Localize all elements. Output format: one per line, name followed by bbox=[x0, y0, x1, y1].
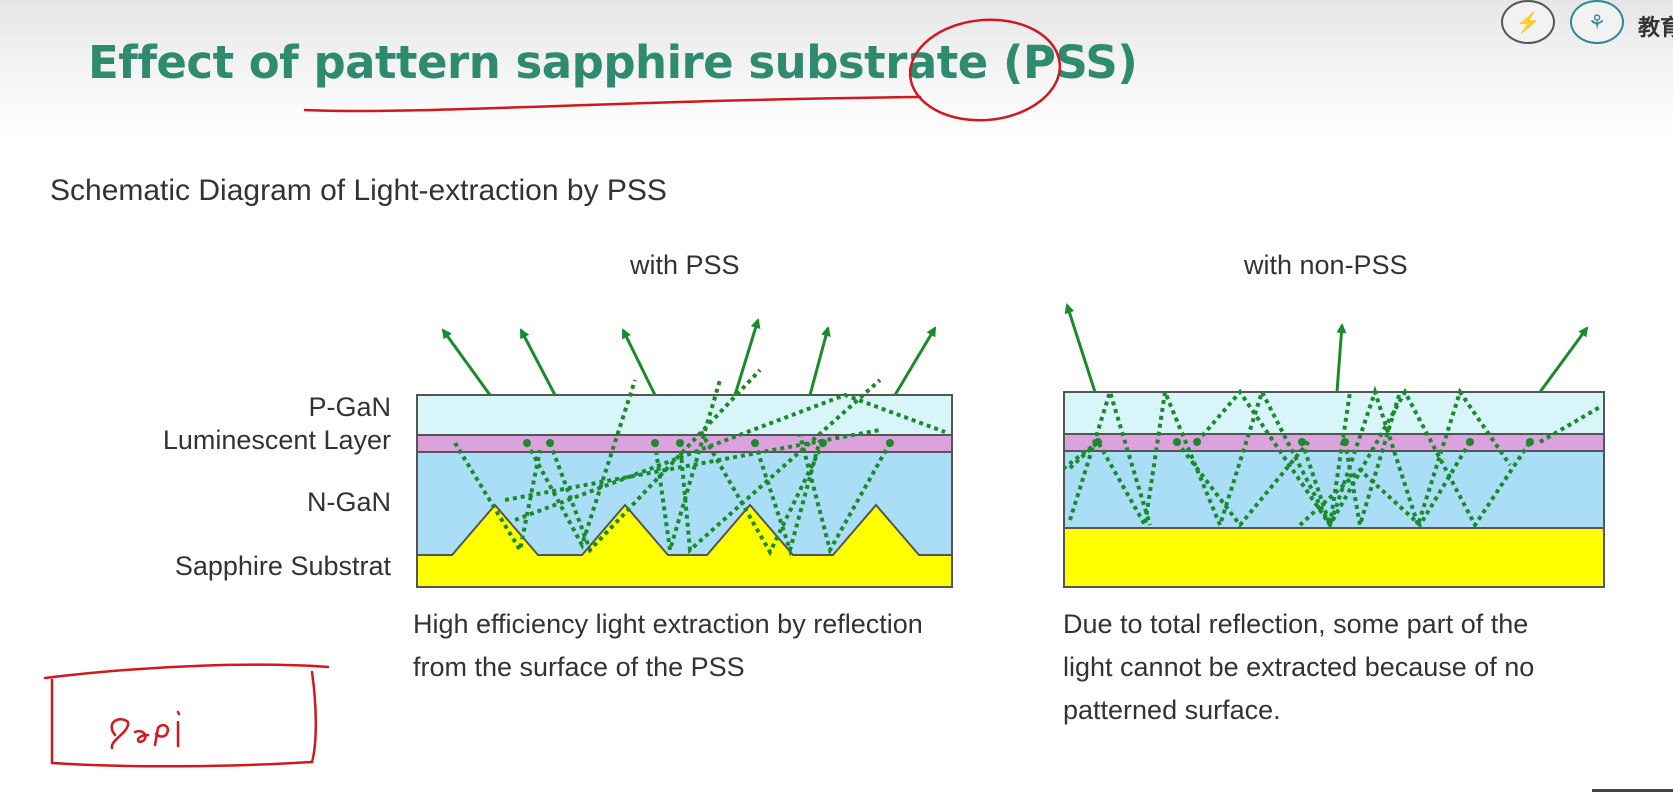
non-pss-ray-path bbox=[1062, 440, 1100, 470]
pss-ray-path bbox=[653, 379, 722, 551]
pss-escape-arrow bbox=[621, 328, 657, 396]
pss-ray-path bbox=[514, 392, 946, 522]
p-gan-label: P-GaN bbox=[308, 392, 391, 422]
pss-description-line: from the surface of the PSS bbox=[413, 652, 745, 682]
luminescent-layer-label: Luminescent Layer bbox=[162, 425, 391, 455]
pss-escape-arrow bbox=[733, 318, 761, 396]
non-pss-escaping-rays bbox=[1064, 303, 1589, 393]
non-pss-ray-path bbox=[1343, 391, 1402, 526]
title-prefix: Effect of bbox=[88, 36, 314, 89]
title-underline-stroke bbox=[303, 95, 922, 113]
non-pss-description-line: patterned surface. bbox=[1063, 695, 1281, 725]
non-pss-ray-path bbox=[1300, 391, 1352, 526]
video-progress-bar bbox=[1592, 789, 1673, 792]
non-pss-description: Due to total reflection, some part of th… bbox=[1063, 603, 1534, 732]
ministry-logo-icon: ⚘ bbox=[1570, 0, 1624, 44]
pss-circle-stroke bbox=[908, 18, 1062, 122]
sapphire-substrate-label: Sapphire Substrat bbox=[174, 551, 391, 581]
box-top-stroke bbox=[43, 663, 330, 680]
non-pss-ray-path bbox=[1195, 387, 1532, 529]
non-pss-caption: with non-PSS bbox=[1244, 250, 1408, 280]
non-pss-ray-path bbox=[1538, 405, 1602, 444]
non-pss-ray-path bbox=[1175, 438, 1312, 529]
non-pss-escape-arrow bbox=[1064, 303, 1097, 393]
n-gan-label: N-GaN bbox=[306, 487, 391, 517]
non-pss-ray-path bbox=[1068, 385, 1152, 526]
slide-title: Effect of pattern sapphire substrate (PS… bbox=[88, 36, 1138, 89]
pss-p-gan-layer bbox=[416, 394, 953, 436]
pss-ray-path bbox=[525, 379, 637, 551]
pss-escape-arrow bbox=[808, 326, 831, 396]
pss-escape-arrow bbox=[893, 326, 937, 396]
pss-escape-arrow bbox=[519, 328, 557, 396]
non-pss-p-gan-layer bbox=[1063, 391, 1605, 435]
pss-escape-arrow bbox=[441, 328, 492, 396]
chip-logo-icon: ⚡ bbox=[1501, 0, 1555, 44]
handwriting-stroke bbox=[110, 710, 181, 750]
pss-ray-path bbox=[678, 378, 882, 555]
non-pss-luminescent-layer bbox=[1063, 433, 1605, 452]
pss-escaping-rays bbox=[441, 318, 937, 396]
pss-luminescent-layer bbox=[416, 434, 953, 453]
non-pss-internal-rays bbox=[1062, 384, 1602, 532]
non-pss-sapphire-layer bbox=[1063, 527, 1605, 588]
non-pss-ray-path bbox=[1068, 384, 1512, 532]
box-stroke bbox=[50, 670, 317, 768]
pss-ray-path bbox=[548, 368, 762, 554]
pss-description-line: High efficiency light extraction by refl… bbox=[413, 609, 923, 639]
pss-description: High efficiency light extraction by refl… bbox=[413, 603, 923, 689]
pss-ray-path bbox=[798, 434, 892, 556]
pss-ray-path bbox=[453, 441, 542, 556]
pss-ray-path bbox=[753, 439, 822, 557]
ministry-logo-text: 教育 bbox=[1638, 16, 1673, 41]
non-pss-ray-path bbox=[1298, 440, 1472, 529]
non-pss-description-line: light cannot be extracted because of no bbox=[1063, 652, 1535, 682]
diagram-subtitle: Schematic Diagram of Light-extraction by… bbox=[50, 174, 667, 207]
red-annotations bbox=[43, 18, 1062, 768]
non-pss-escape-arrow bbox=[1335, 323, 1347, 393]
pss-internal-rays bbox=[453, 368, 946, 557]
pss-caption: with PSS bbox=[630, 250, 740, 280]
non-pss-escape-arrow bbox=[1538, 326, 1589, 393]
non-pss-description-line: Due to total reflection, some part of th… bbox=[1063, 609, 1529, 639]
title-abbr: (PSS) bbox=[1002, 36, 1138, 89]
pss-ray-path bbox=[698, 429, 825, 557]
title-main: pattern sapphire substrate bbox=[313, 36, 1003, 89]
